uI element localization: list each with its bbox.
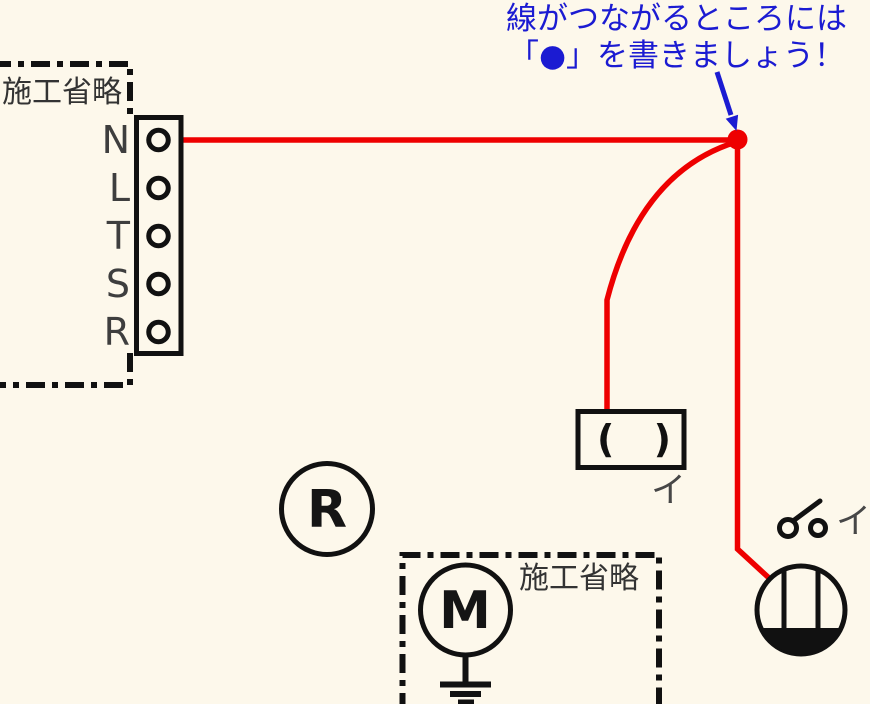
outlet-pole-lines (781, 570, 821, 628)
junction-dot (727, 129, 748, 150)
terminal-circle-n (146, 127, 171, 153)
annotation-arrow-shaft (714, 71, 734, 116)
terminal-circle-s (146, 271, 171, 297)
terminal-label-l: L (108, 166, 130, 210)
terminal-label-t: T (106, 214, 130, 258)
wire-junction-to-outlet (734, 140, 771, 581)
motor-letter: M (439, 581, 491, 641)
annotation-text-line1: 線がつながるところには (506, 1, 847, 37)
outlet-symbol (754, 563, 848, 657)
terminal-label-r: R (103, 310, 130, 354)
annotation-text-line2: 「●」を書きましょう！ (508, 38, 846, 74)
lamp-receptacle-letter: R (306, 480, 348, 540)
motor-omission-label: 施工省略 (519, 561, 639, 596)
switch-blade (790, 498, 823, 524)
switch-symbol (777, 498, 828, 539)
switch-contact-2 (808, 518, 828, 538)
terminal-circle-l (146, 175, 171, 201)
lamp-receptacle-symbol (279, 461, 375, 557)
ground-symbol (440, 653, 491, 704)
motor-box-border (399, 552, 662, 704)
terminal-label-n: N (101, 118, 130, 162)
power-source-omission-label: 施工省略 (2, 75, 122, 110)
ceiling-rosette-id-label: イ (651, 471, 687, 511)
terminal-circle-r (146, 319, 171, 345)
wire-junction-to-rosette (604, 139, 737, 412)
ceiling-rosette-label: ( ) (597, 417, 681, 461)
terminal-block (134, 115, 184, 356)
annotation-arrow-head (725, 114, 739, 131)
terminal-circle-t (146, 223, 171, 249)
terminal-label-s: S (105, 262, 130, 306)
power-source-box-border (0, 61, 133, 388)
switch-id-label: イ (836, 502, 870, 542)
outlet-filled-segment (760, 628, 842, 655)
switch-contact-1 (777, 517, 799, 539)
ceiling-rosette-symbol (575, 409, 687, 470)
